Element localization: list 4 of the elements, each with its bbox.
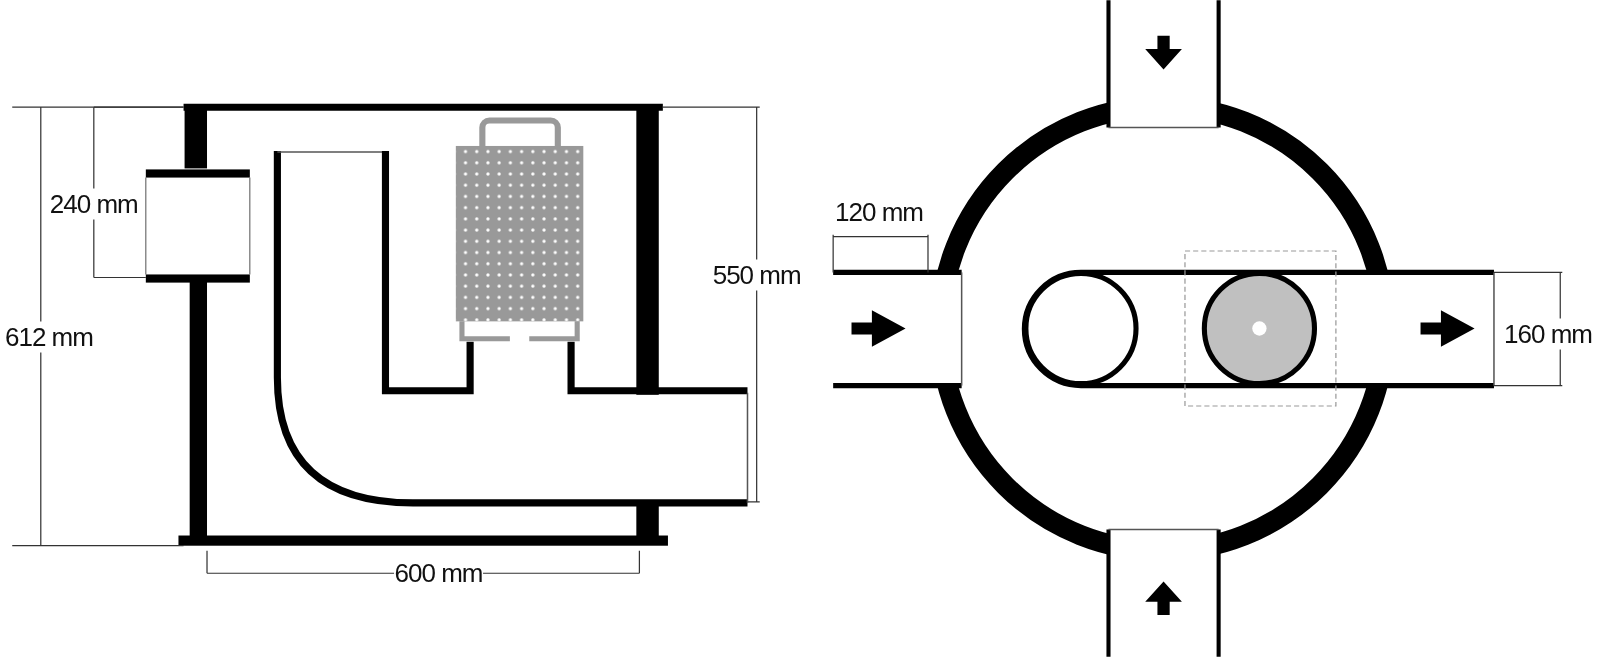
dimension-label: 240 mm [48,188,139,220]
dimension-label: 160 mm [1503,319,1593,350]
dimension-label: 550 mm [711,259,802,291]
dimension-label: 612 mm [4,321,94,352]
